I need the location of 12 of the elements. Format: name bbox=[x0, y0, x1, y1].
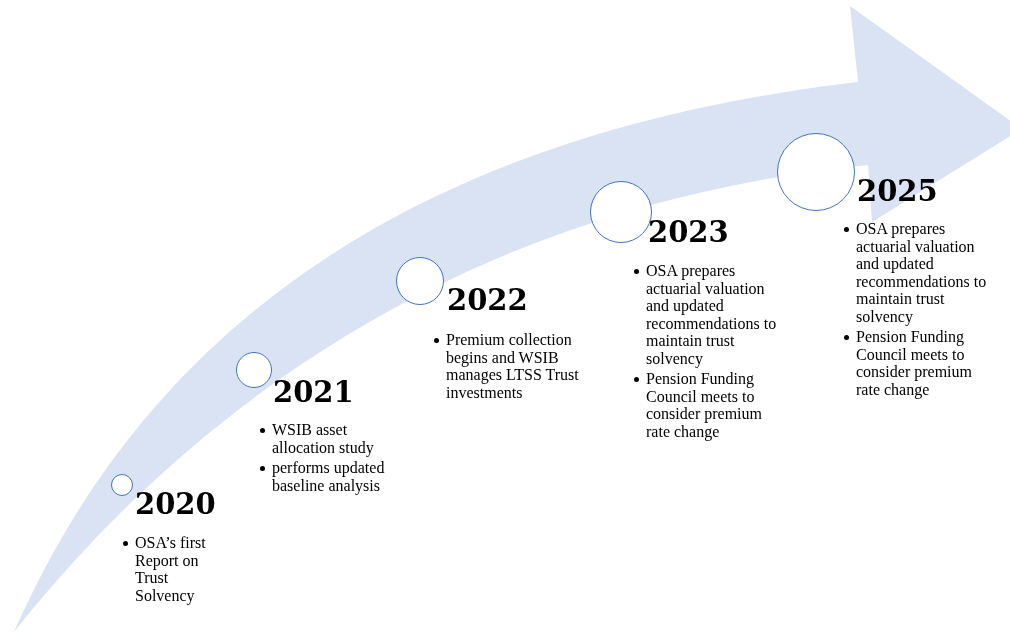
bullet-text: OSA’s first Report on Trust Solvency bbox=[135, 534, 206, 604]
bullet-text: OSA prepares actuarial valuation and updated recommendations to maintain trust solvency bbox=[856, 220, 987, 325]
bullet-text: Premium collection begins and WSIB manages LTSS Trust investments bbox=[446, 331, 579, 401]
bullet-text: performs updated baseline analysis bbox=[272, 459, 385, 494]
year-label: 2023 bbox=[648, 216, 729, 248]
year-label: 2025 bbox=[857, 175, 938, 207]
year-label: 2020 bbox=[135, 488, 216, 520]
year-label: 2021 bbox=[273, 376, 354, 408]
bullet-text: Pension Funding Council meets to consider premium rate change bbox=[646, 370, 762, 440]
bullet-text: Pension Funding Council meets to consider premium rate change bbox=[856, 328, 972, 398]
year-label: 2022 bbox=[447, 284, 528, 316]
bullet-text: OSA prepares actuarial valuation and updated recommendations to maintain trust solvency bbox=[646, 262, 777, 367]
